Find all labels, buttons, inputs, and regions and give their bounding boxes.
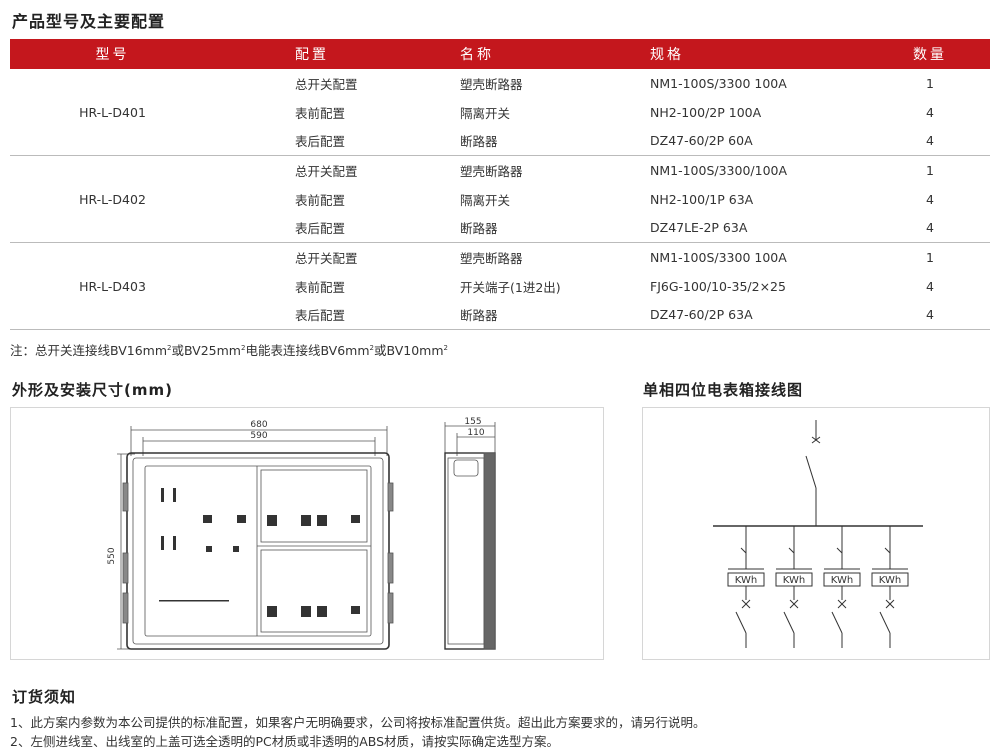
- table-row: 表后配置 断路器 DZ47-60/2P 60A 4: [10, 126, 990, 157]
- dim-width-outer: 680: [250, 420, 267, 430]
- qty-cell: 1: [926, 75, 934, 91]
- qty-cell: 1: [926, 249, 934, 265]
- table-row: 表后配置 断路器 DZ47-60/2P 63A 4: [10, 300, 990, 331]
- config-cell: 表前配置: [295, 105, 346, 121]
- meter-label: KWh: [735, 575, 757, 586]
- qty-cell: 4: [870, 126, 990, 157]
- header-spec: 规格: [650, 39, 870, 69]
- name-cell: 塑壳断路器: [460, 250, 523, 266]
- wiring-diagram-panel: KWh KWh KWh KWh: [642, 407, 990, 660]
- name-cell: 塑壳断路器: [460, 76, 523, 92]
- cross-mark: [741, 599, 751, 609]
- dim-height: 550: [107, 547, 117, 564]
- model-cell: HR-L-D403: [10, 242, 215, 331]
- switch-blade: [735, 611, 747, 634]
- model-cell: HR-L-D402: [10, 155, 215, 244]
- name-cell: 开关端子(1进2出): [460, 279, 561, 295]
- spec-cell: FJ6G-100/10-35/2×25: [650, 278, 786, 294]
- branch-circuits: KWh KWh KWh KWh: [727, 526, 909, 648]
- name-cell: 断路器: [460, 126, 650, 157]
- qty-cell: 4: [926, 191, 934, 207]
- table-row: 表前配置 隔离开关 NH2-100/2P 100A 4: [10, 98, 990, 127]
- switch-blade: [879, 611, 891, 634]
- cross-mark: [837, 599, 847, 609]
- switch-blade: [831, 611, 843, 634]
- branch-mark: [884, 547, 891, 554]
- header-name: 名称: [460, 39, 650, 69]
- spec-cell: NM1-100S/3300 100A: [650, 249, 787, 265]
- config-table: 型号 配置 名称 规格 数量 HR-L-D401 总开关配置 塑壳断路器 NM1…: [10, 39, 990, 331]
- switch-blade: [783, 611, 795, 634]
- branch-mark: [788, 547, 795, 554]
- cross-mark: [885, 599, 895, 609]
- dim-depth-outer: 155: [464, 417, 481, 427]
- section-title-config: 产品型号及主要配置: [12, 12, 166, 31]
- header-model: 型号: [10, 39, 215, 69]
- qty-cell: 4: [870, 213, 990, 244]
- spec-cell: NH2-100/2P 100A: [650, 104, 762, 120]
- table-row: HR-L-D403 总开关配置 塑壳断路器 NM1-100S/3300 100A…: [10, 242, 990, 331]
- table-row: 表前配置 隔离开关 NH2-100/1P 63A 4: [10, 185, 990, 214]
- wiring-note: 注：总开关连接线BV16mm2或BV25mm2电能表连接线BV6mm2或BV10…: [10, 343, 448, 358]
- header-config: 配置: [215, 39, 460, 69]
- config-cell: 表后配置: [215, 126, 460, 157]
- header-qty: 数量: [870, 39, 990, 69]
- branch-mark: [836, 547, 843, 554]
- qty-cell: 4: [870, 300, 990, 331]
- name-cell: 隔离开关: [460, 192, 511, 208]
- table-row: HR-L-D402 总开关配置 塑壳断路器 NM1-100S/3300/100A…: [10, 155, 990, 244]
- table-header-row: 型号 配置 名称 规格 数量: [10, 39, 990, 69]
- meter-label: KWh: [831, 575, 853, 586]
- spec-cell: DZ47-60/2P 63A: [650, 300, 870, 331]
- dim-width-inner: 590: [250, 431, 267, 441]
- table-row: HR-L-D401 总开关配置 塑壳断路器 NM1-100S/3300 100A…: [10, 69, 990, 157]
- dim-depth-inner: 110: [467, 428, 484, 438]
- wiring-diagram: KWh KWh KWh KWh: [713, 420, 923, 648]
- spec-cell: DZ47-60/2P 60A: [650, 126, 870, 157]
- qty-cell: 4: [926, 104, 934, 120]
- config-cell: 表后配置: [215, 300, 460, 331]
- table-row: 表前配置 开关端子(1进2出) FJ6G-100/10-35/2×25 4: [10, 272, 990, 301]
- config-cell: 表前配置: [295, 192, 346, 208]
- config-cell: 总开关配置: [295, 250, 358, 266]
- order-note-2: 2、左侧进线室、出线室的上盖可选全透明的PC材质或非透明的ABS材质，请按实际确…: [10, 734, 560, 749]
- section-title-order: 订货须知: [12, 688, 77, 706]
- config-cell: 总开关配置: [295, 76, 358, 92]
- config-cell: 表前配置: [295, 279, 346, 295]
- cross-mark: [789, 599, 799, 609]
- name-cell: 隔离开关: [460, 105, 511, 121]
- name-cell: 断路器: [460, 300, 650, 331]
- order-note-1: 1、此方案内参数为本公司提供的标准配置，如果客户无明确要求，公司将按标准配置供货…: [10, 715, 706, 730]
- section-title-wiring: 单相四位电表箱接线图: [643, 381, 804, 399]
- name-cell: 断路器: [460, 213, 650, 244]
- qty-cell: 4: [926, 278, 934, 294]
- spec-cell: NM1-100S/3300/100A: [650, 162, 788, 178]
- name-cell: 塑壳断路器: [460, 163, 523, 179]
- section-title-dimensions: 外形及安装尺寸(mm): [12, 381, 173, 399]
- table-row: 表后配置 断路器 DZ47LE-2P 63A 4: [10, 213, 990, 244]
- config-cell: 总开关配置: [295, 163, 358, 179]
- model-cell: HR-L-D401: [10, 69, 215, 157]
- qty-cell: 1: [926, 162, 934, 178]
- dimension-drawing-panel: 680 590 550 155 110: [10, 407, 604, 660]
- config-cell: 表后配置: [215, 213, 460, 244]
- meter-label: KWh: [879, 575, 901, 586]
- branch-mark: [740, 547, 747, 554]
- spec-cell: NH2-100/1P 63A: [650, 191, 754, 207]
- dimension-drawing: 680 590 550 155 110: [107, 417, 496, 650]
- meter-label: KWh: [783, 575, 805, 586]
- spec-cell: NM1-100S/3300 100A: [650, 75, 787, 91]
- spec-cell: DZ47LE-2P 63A: [650, 213, 870, 244]
